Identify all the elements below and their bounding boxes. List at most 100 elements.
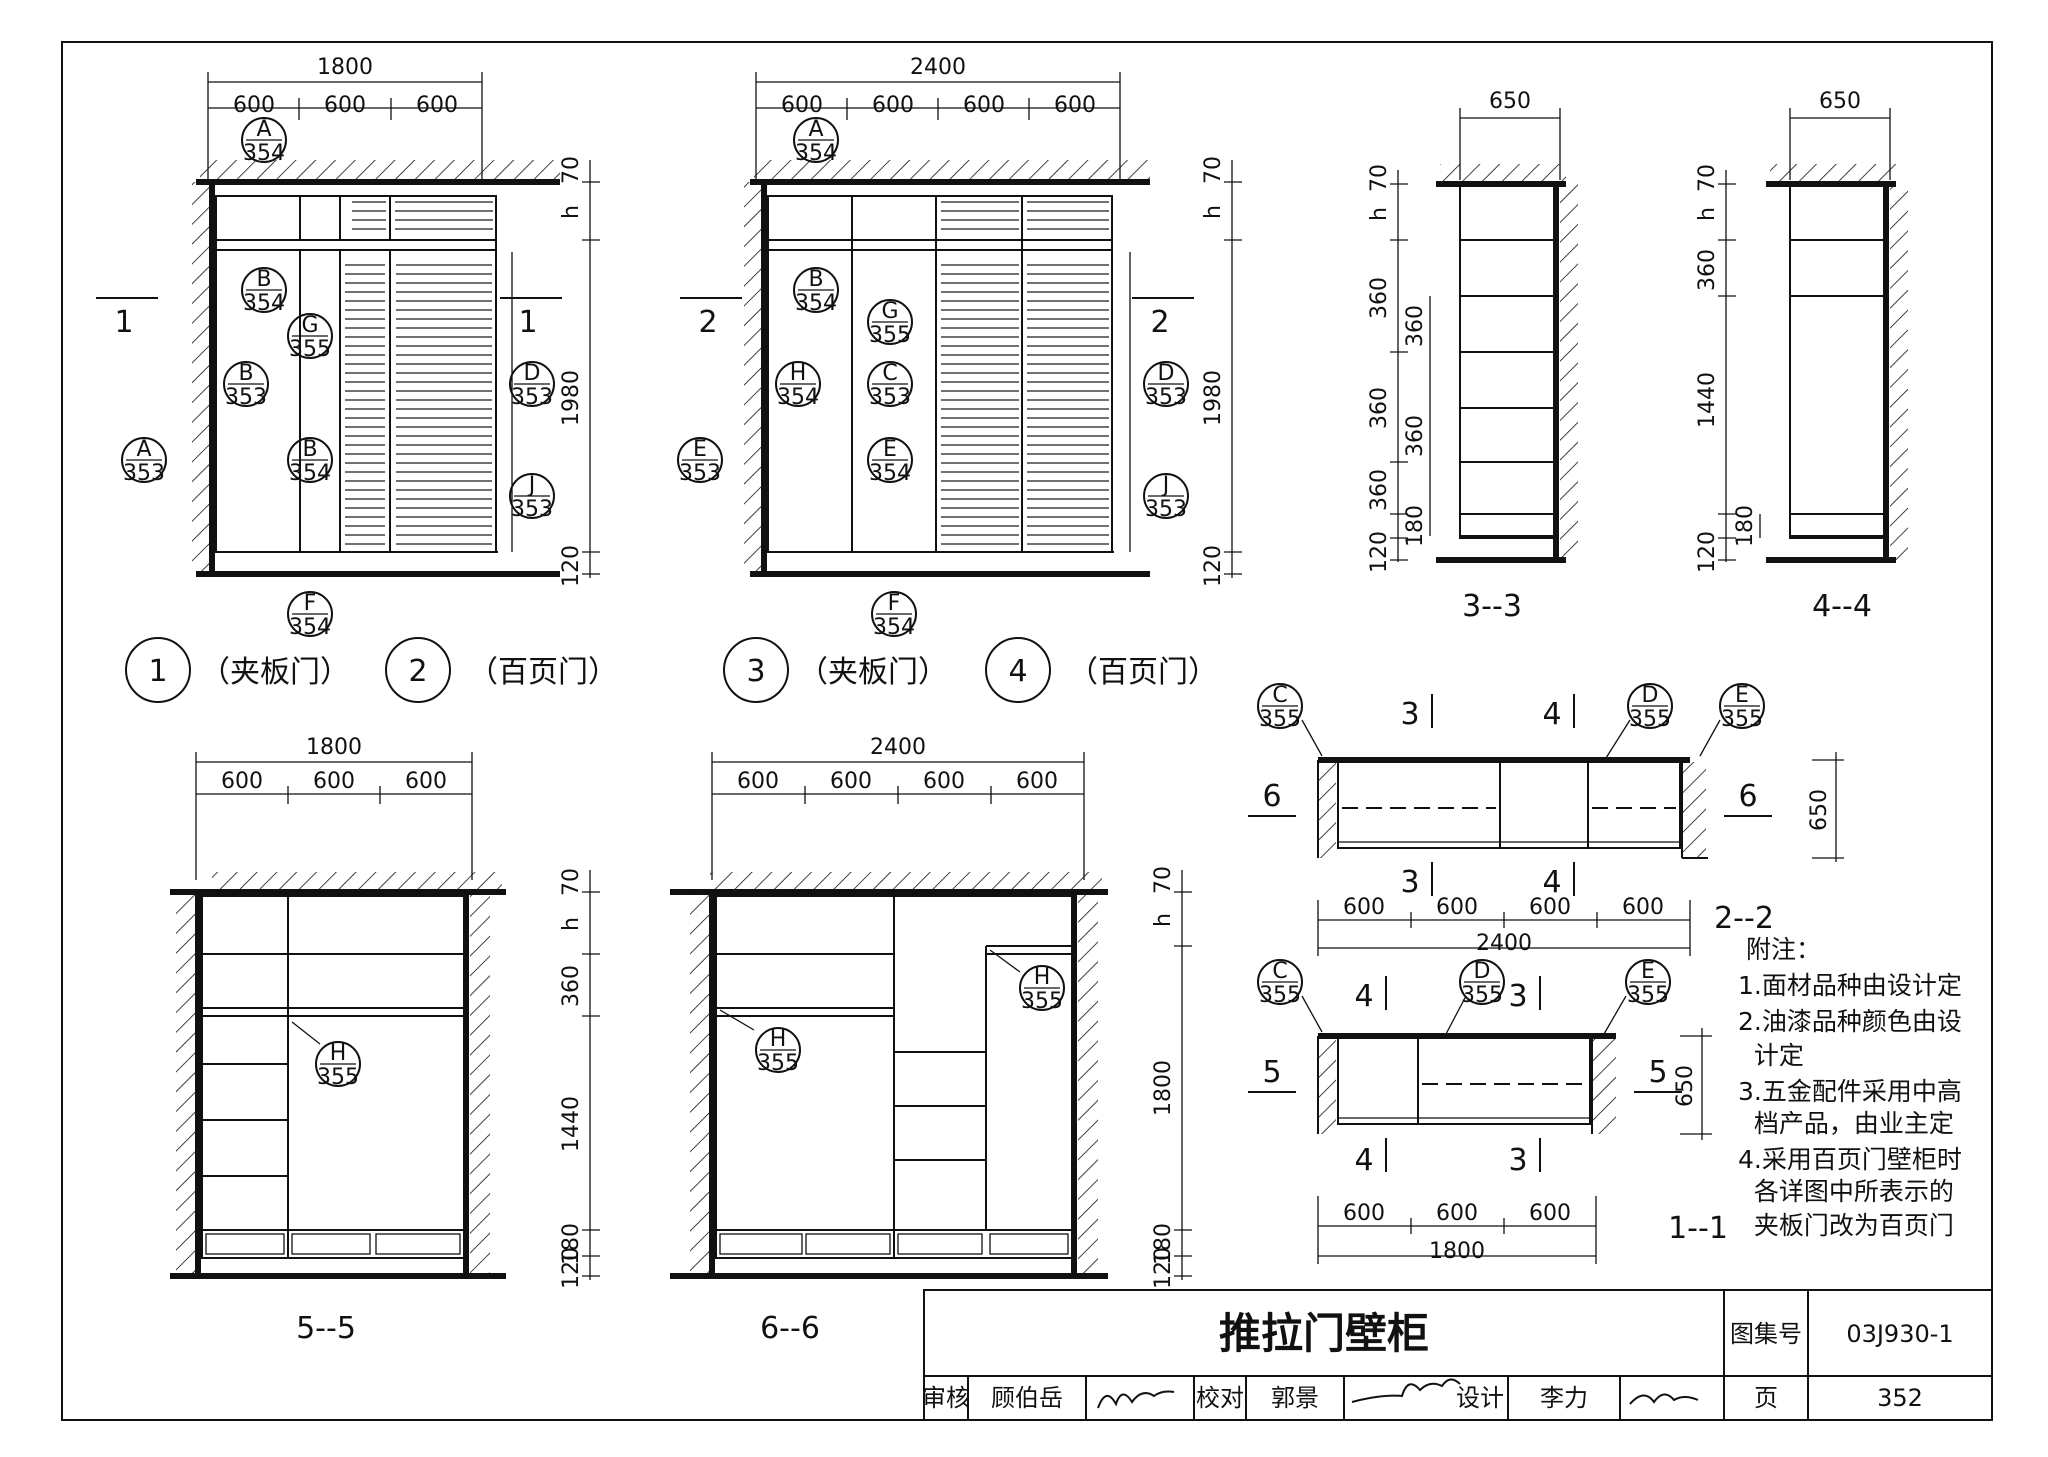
review-label: 审核 bbox=[922, 1384, 970, 1412]
note-line: 4.采用百页门壁柜时 bbox=[1738, 1145, 1962, 1174]
callout-bubble: A 353 bbox=[121, 437, 167, 486]
callout-bubble: A 354 bbox=[793, 117, 839, 166]
v1-height-dim: 120 bbox=[559, 545, 584, 587]
caption-number: 1 bbox=[148, 654, 167, 689]
v2-seg-dim: 600 bbox=[872, 93, 914, 118]
atlas-number: 03J930-1 bbox=[1846, 1320, 1953, 1348]
s66-seg-dim: 600 bbox=[923, 769, 965, 794]
v1-seg-dim: 600 bbox=[416, 93, 458, 118]
p22-cut-bottom: 4 bbox=[1542, 865, 1561, 900]
caption-text: （百页门） bbox=[468, 655, 618, 690]
s55-seg-dim: 600 bbox=[221, 769, 263, 794]
svg-text:J: J bbox=[1161, 473, 1170, 498]
s33-dim: 70 bbox=[1367, 164, 1392, 192]
caption-number: 2 bbox=[408, 654, 427, 689]
svg-text:D: D bbox=[1158, 361, 1175, 386]
s66-seg-dim: 600 bbox=[830, 769, 872, 794]
checker-signature bbox=[1351, 1378, 1461, 1403]
designer-name: 李力 bbox=[1540, 1384, 1588, 1412]
section-3-3: 650 70 h 360 360 360 120 360 360 180 3--… bbox=[1367, 89, 1578, 624]
v2-height-dim: 1980 bbox=[1201, 370, 1226, 426]
note-line: 计定 bbox=[1738, 1041, 1804, 1070]
svg-text:B: B bbox=[808, 267, 823, 292]
v2-height-dim: 120 bbox=[1201, 545, 1226, 587]
p22-seg-dim: 600 bbox=[1529, 895, 1571, 920]
svg-text:A: A bbox=[136, 437, 151, 462]
callout-bubble: H 354 bbox=[775, 361, 821, 410]
atlas-label: 图集号 bbox=[1730, 1320, 1802, 1348]
reviewer-name: 顾伯岳 bbox=[991, 1384, 1063, 1412]
p11-cut-side: 5 bbox=[1262, 1055, 1281, 1090]
svg-text:354: 354 bbox=[289, 615, 331, 640]
s66-label: 6--6 bbox=[760, 1311, 820, 1346]
page-number: 352 bbox=[1877, 1384, 1923, 1412]
caption-number: 4 bbox=[1008, 654, 1027, 689]
page-label: 页 bbox=[1754, 1384, 1778, 1412]
svg-text:E: E bbox=[693, 437, 707, 462]
s33-dim: 360 bbox=[1367, 469, 1392, 511]
v2-height-dim: h bbox=[1201, 205, 1226, 219]
svg-text:G: G bbox=[301, 313, 318, 338]
svg-text:354: 354 bbox=[795, 291, 837, 316]
svg-text:F: F bbox=[888, 591, 901, 616]
svg-text:B: B bbox=[238, 361, 253, 386]
callout-bubble: B 354 bbox=[241, 267, 287, 316]
s44-dim: h bbox=[1695, 207, 1720, 221]
p11-total-dim: 1800 bbox=[1429, 1239, 1485, 1264]
note-line: 夹板门改为百页门 bbox=[1738, 1211, 1954, 1240]
s55-dim: 1440 bbox=[559, 1096, 584, 1152]
callout-bubble: A 354 bbox=[241, 117, 287, 166]
notes-heading: 附注： bbox=[1746, 935, 1821, 964]
svg-text:B: B bbox=[256, 267, 271, 292]
s33-inner-dim: 360 bbox=[1403, 415, 1428, 457]
s66-dim: 1800 bbox=[1151, 1060, 1176, 1116]
s55-dim: 360 bbox=[559, 965, 584, 1007]
callout-bubble: F 354 bbox=[871, 591, 917, 640]
s33-label: 3--3 bbox=[1462, 589, 1522, 624]
svg-text:C: C bbox=[1272, 683, 1287, 708]
reviewer-signature bbox=[1097, 1390, 1175, 1409]
callout-bubble: G 355 bbox=[867, 299, 913, 348]
svg-text:A: A bbox=[256, 117, 271, 142]
s66-dim: 70 bbox=[1151, 866, 1176, 894]
s33-inner-dim: 180 bbox=[1403, 505, 1428, 547]
v1-seg-dim: 600 bbox=[233, 93, 275, 118]
v2-seg-dim: 600 bbox=[781, 93, 823, 118]
v2-seg-dim: 600 bbox=[963, 93, 1005, 118]
p22-depth-dim: 650 bbox=[1807, 789, 1832, 831]
callout-bubble: B 354 bbox=[287, 437, 333, 486]
v1-total-dim: 1800 bbox=[317, 55, 373, 80]
callout-bubble: D 355 bbox=[1459, 959, 1505, 1008]
check-label: 校对 bbox=[1196, 1384, 1244, 1412]
v1-callouts: A 354 B 354 G 355 B 353 A 353 B 354 bbox=[121, 117, 555, 640]
svg-text:355: 355 bbox=[317, 1065, 359, 1090]
drawing-title: 推拉门壁柜 bbox=[1219, 1309, 1429, 1358]
v2-section-mark-left: 2 bbox=[698, 305, 717, 340]
svg-text:354: 354 bbox=[795, 141, 837, 166]
s66-dim: 180 bbox=[1151, 1223, 1176, 1265]
svg-text:E: E bbox=[1641, 959, 1655, 984]
svg-text:353: 353 bbox=[511, 497, 553, 522]
p22-total-dim: 2400 bbox=[1476, 931, 1532, 956]
v1-seg-dim: 600 bbox=[324, 93, 366, 118]
v1-height-dim: 70 bbox=[559, 156, 584, 184]
svg-text:H: H bbox=[330, 1041, 347, 1066]
design-label: 设计 bbox=[1456, 1384, 1504, 1412]
caption-text: （夹板门） bbox=[200, 655, 350, 690]
s44-inner-dim: 180 bbox=[1733, 505, 1758, 547]
p11-label: 1--1 bbox=[1668, 1211, 1728, 1246]
s66-seg-dim: 600 bbox=[737, 769, 779, 794]
s55-total-dim: 1800 bbox=[306, 735, 362, 760]
v2-callouts: A 354 B 354 G 355 H 354 C 353 D 353 bbox=[677, 117, 1189, 640]
callout-bubble: E 354 bbox=[867, 437, 913, 486]
svg-text:354: 354 bbox=[777, 385, 819, 410]
p11-cut-top: 4 bbox=[1354, 979, 1373, 1014]
callout-bubble: D 353 bbox=[509, 361, 555, 410]
p22-cut-top: 4 bbox=[1542, 697, 1561, 732]
s55-dim: 180 bbox=[559, 1223, 584, 1265]
callout-bubble: E 353 bbox=[677, 437, 723, 486]
callout-bubble: G 355 bbox=[287, 313, 333, 362]
callout-bubble: H 355 bbox=[1019, 965, 1065, 1014]
s55-seg-dim: 600 bbox=[405, 769, 447, 794]
p22-seg-dim: 600 bbox=[1622, 895, 1664, 920]
